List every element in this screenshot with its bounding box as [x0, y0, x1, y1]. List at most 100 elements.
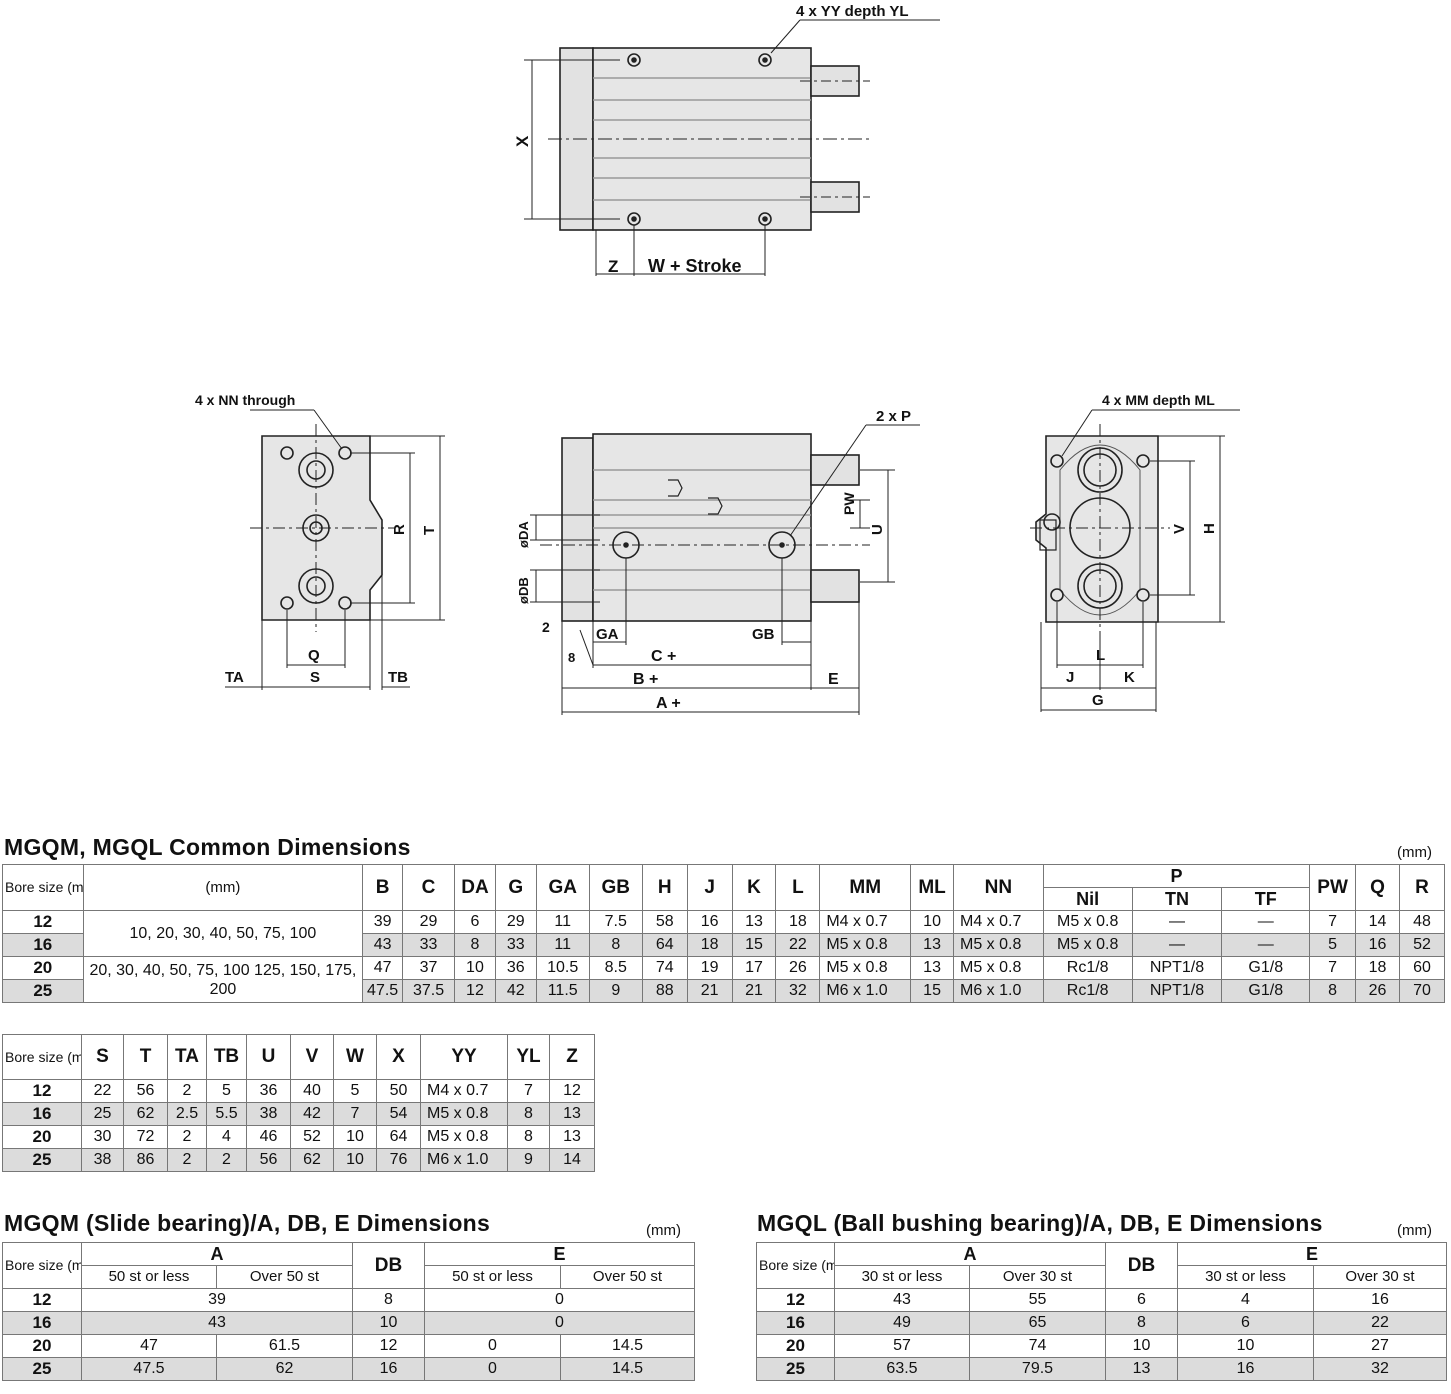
table-cell: 64	[641, 933, 688, 957]
label-g: G	[1092, 692, 1104, 709]
stroke-list-cell: 10, 20, 30, 40, 50, 75, 100	[82, 910, 364, 957]
label-ta: TA	[225, 669, 244, 686]
a-cell: 74	[969, 1334, 1106, 1358]
table-cell: 52	[1398, 933, 1446, 957]
table-row: 25 47.5 62 16 0 14.5	[2, 1357, 696, 1381]
label-b-plus: B +	[633, 671, 658, 688]
bore-cell: 25	[2, 1357, 82, 1381]
col-header: C	[402, 864, 456, 911]
table-cell: 11	[535, 910, 590, 934]
table-cell: 11.5	[535, 979, 590, 1003]
bore-cell: 20	[2, 1125, 82, 1149]
label-nn-through: 4 x NN through	[195, 392, 295, 408]
bore-cell: 12	[2, 910, 84, 934]
table-cell: 7	[507, 1079, 550, 1103]
a-cell: 49	[834, 1311, 970, 1335]
stroke-header: (mm)	[82, 864, 364, 911]
a-sub-header: 30 st or less	[834, 1265, 970, 1289]
table-cell: 64	[376, 1125, 421, 1149]
table-cell: 15	[910, 979, 954, 1003]
table-cell: 29	[494, 910, 537, 934]
col-header: R	[1398, 864, 1446, 911]
col-header: L	[775, 864, 821, 911]
col-header: Q	[1355, 864, 1400, 911]
a-header: A	[81, 1242, 353, 1266]
table-cell: 4	[206, 1125, 247, 1149]
a-cell: 57	[834, 1334, 970, 1358]
db-cell: 16	[352, 1357, 425, 1381]
label-h: H	[1201, 523, 1218, 534]
table-cell: 10	[333, 1148, 377, 1172]
table-cell: NPT1/8	[1131, 979, 1223, 1003]
table-cell: 47.5	[362, 979, 404, 1003]
col-header: NN	[953, 864, 1044, 911]
table-cell: 2.5	[167, 1102, 207, 1126]
label-z: Z	[608, 257, 618, 276]
e-cell: 6	[1177, 1311, 1314, 1335]
table-cell: 74	[641, 956, 688, 980]
bore-cell: 12	[2, 1288, 82, 1312]
table-cell: 58	[641, 910, 688, 934]
bore-cell: 20	[756, 1334, 835, 1358]
bore-cell: 16	[2, 933, 84, 957]
col-header: X	[376, 1034, 421, 1080]
mgqm-dimensions-table: Bore size (mm) A DB E 50 st or less Over…	[2, 1242, 696, 1381]
e-cell: 16	[1312, 1288, 1448, 1312]
table-cell: 50	[376, 1079, 421, 1103]
top-view-drawing	[524, 19, 940, 276]
db-header: DB	[1105, 1242, 1178, 1289]
table-cell: 86	[123, 1148, 168, 1172]
a-cell: 43	[81, 1311, 353, 1335]
left-end-view-drawing	[225, 409, 445, 690]
a-cell: 55	[969, 1288, 1106, 1312]
table-cell: M6 x 1.0	[953, 979, 1044, 1003]
bore-cell: 12	[756, 1288, 835, 1312]
e-header: E	[423, 1242, 696, 1266]
table-cell: 48	[1398, 910, 1446, 934]
mgql-dimensions-table: Bore size (mm) A DB E 30 st or less Over…	[756, 1242, 1448, 1381]
a-cell: 43	[834, 1288, 970, 1312]
table-cell: 88	[641, 979, 688, 1003]
table-cell: M5 x 0.8	[420, 1125, 508, 1149]
table-cell: 8	[507, 1125, 550, 1149]
label-a-plus: A +	[656, 695, 681, 712]
table-cell: 22	[81, 1079, 124, 1103]
mgql-title: MGQL (Ball bushing bearing)/A, DB, E Dim…	[757, 1210, 1323, 1236]
table-cell: 54	[376, 1102, 421, 1126]
label-two: 2	[542, 619, 550, 635]
label-q: Q	[308, 647, 320, 664]
table-cell: 13	[910, 933, 954, 957]
bore-cell: 16	[2, 1102, 82, 1126]
col-header: Z	[549, 1034, 595, 1080]
table-cell: 60	[1398, 956, 1446, 980]
table-cell: G1/8	[1221, 956, 1311, 980]
table-cell: 10	[454, 956, 496, 980]
table-cell: M5 x 0.8	[1042, 933, 1133, 957]
a-sub-header: Over 30 st	[969, 1265, 1106, 1289]
a-cell: 63.5	[834, 1357, 970, 1381]
table-cell: 7	[1309, 956, 1357, 980]
e-cell: 0	[423, 1311, 696, 1335]
table-cell: 52	[290, 1125, 334, 1149]
bore-cell: 25	[756, 1357, 835, 1381]
db-header: DB	[352, 1242, 425, 1289]
label-tb: TB	[388, 669, 408, 686]
label-v: V	[1171, 524, 1188, 534]
table-cell: 76	[376, 1148, 421, 1172]
col-header: H	[641, 864, 688, 911]
mgqm-unit: (mm)	[646, 1222, 681, 1239]
e-sub-header: 50 st or less	[424, 1265, 561, 1289]
e-sub-header: Over 30 st	[1312, 1265, 1448, 1289]
label-u: U	[869, 524, 886, 535]
table-row: 16 43 10 0	[2, 1311, 696, 1335]
table-cell: 72	[123, 1125, 168, 1149]
col-header: W	[333, 1034, 377, 1080]
table-cell: M5 x 0.8	[1042, 910, 1133, 934]
a-cell: 79.5	[969, 1357, 1106, 1381]
side-view-drawing	[530, 424, 920, 715]
table-cell: 5.5	[206, 1102, 247, 1126]
dimensions-table-2: Bore size (mm) S T TA TB U V W X YY YL Z…	[2, 1034, 595, 1172]
